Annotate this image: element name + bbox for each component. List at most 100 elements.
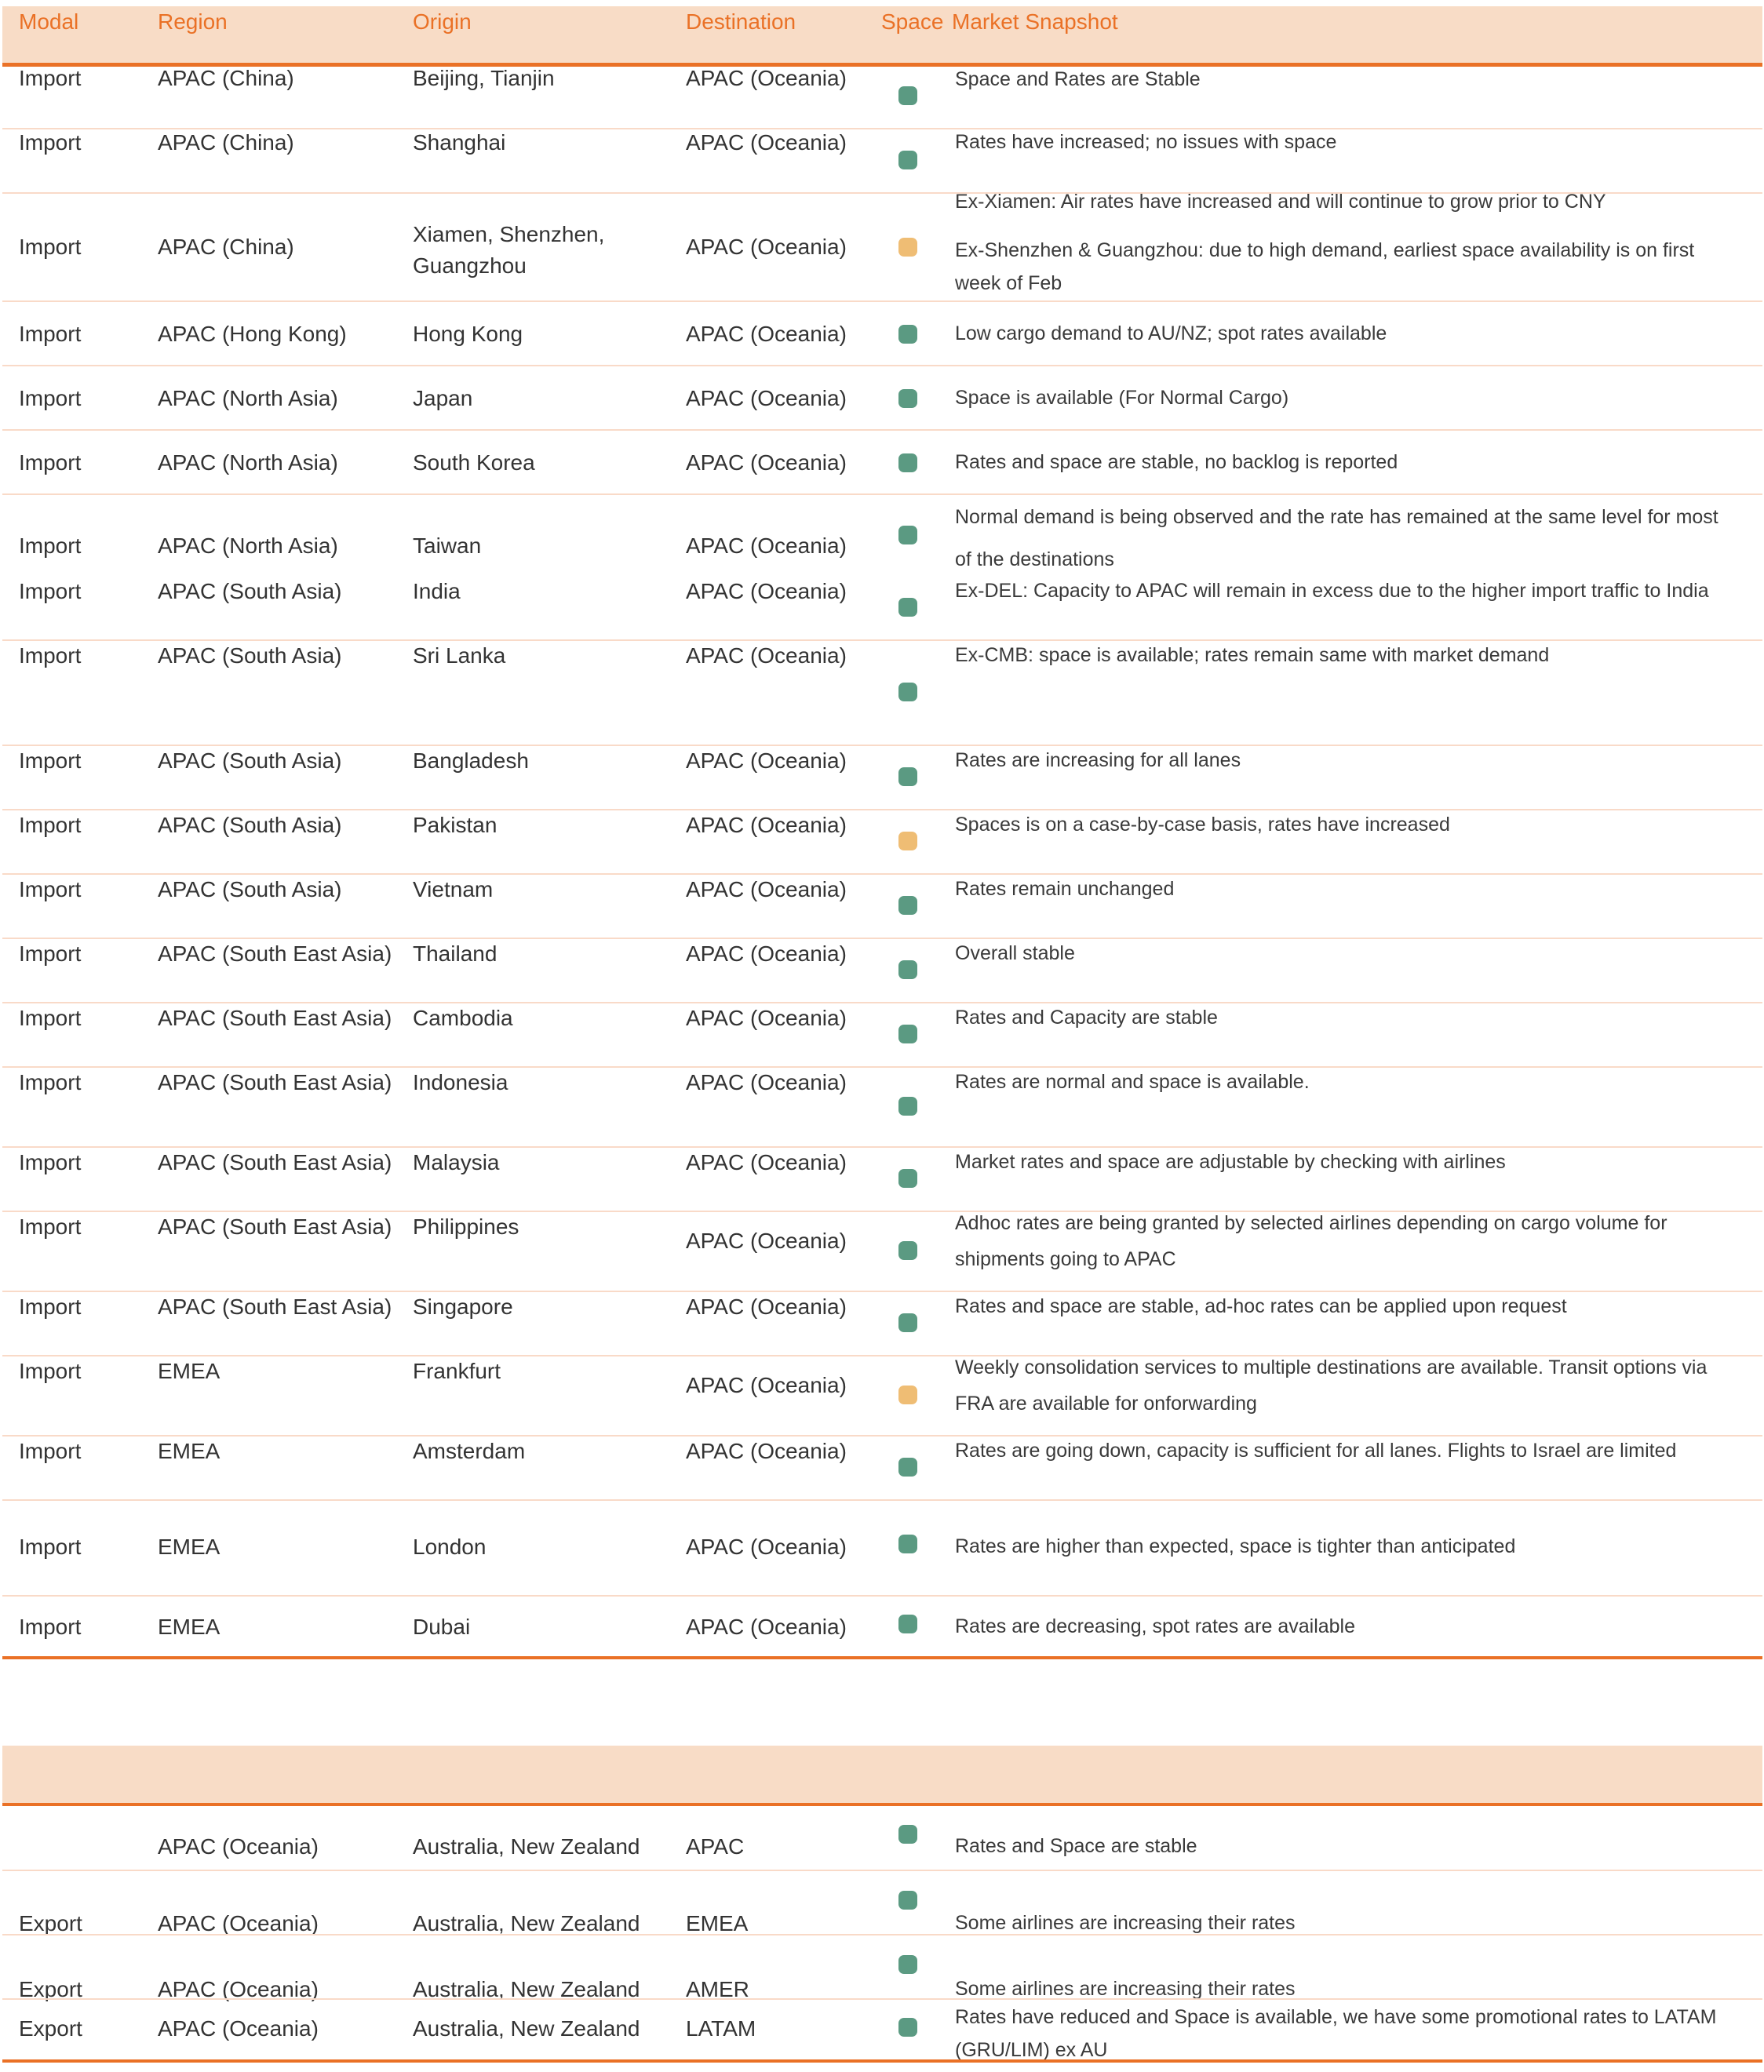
row-divider <box>2 493 1762 495</box>
cell-origin: Japan <box>413 386 473 410</box>
cell-market-snapshot: Ex-Shenzhen & Guangzhou: due to high dem… <box>955 239 1695 261</box>
space-status-indicator <box>898 238 917 257</box>
cell-region: APAC (China) <box>158 130 294 155</box>
cell-modal: Import <box>19 579 82 603</box>
row-divider <box>2 1355 1762 1356</box>
space-status-indicator <box>898 683 917 701</box>
space-status-indicator <box>898 1313 917 1332</box>
cell-market-snapshot: Rates have reduced and Space is availabl… <box>955 2006 1717 2028</box>
cell-modal: Import <box>19 386 82 410</box>
cell-destination: APAC (Oceania) <box>686 877 847 901</box>
cell-modal: Import <box>19 877 82 901</box>
cell-origin: Frankfurt <box>413 1359 501 1383</box>
cell-market-snapshot: of the destinations <box>955 548 1114 570</box>
cell-modal: Import <box>19 1006 82 1030</box>
cell-origin: Philippines <box>413 1214 519 1239</box>
cell-origin: Pakistan <box>413 813 497 837</box>
cell-origin: Cambodia <box>413 1006 513 1030</box>
cell-modal: Import <box>19 1295 82 1319</box>
row-divider <box>2 809 1762 810</box>
row-divider <box>2 1002 1762 1003</box>
cell-modal: Import <box>19 1439 82 1463</box>
cell-region: APAC (Oceania) <box>158 1911 319 1935</box>
cell-market-snapshot: Rates and Capacity are stable <box>955 1007 1218 1029</box>
cell-market-snapshot: Normal demand is being observed and the … <box>955 506 1718 528</box>
space-status-indicator <box>898 1615 917 1633</box>
cell-market-snapshot: Rates are decreasing, spot rates are ava… <box>955 1615 1356 1637</box>
space-status-indicator <box>898 767 917 786</box>
cell-destination: APAC (Oceania) <box>686 579 847 603</box>
cell-market-snapshot: Rates are normal and space is available. <box>955 1071 1310 1093</box>
cell-modal: Import <box>19 533 82 558</box>
cell-modal: Export <box>19 2016 82 2041</box>
cell-destination: APAC (Oceania) <box>686 1150 847 1174</box>
cell-modal: Import <box>19 66 82 90</box>
cell-region: APAC (South Asia) <box>158 813 342 837</box>
cell-region: APAC (South Asia) <box>158 579 342 603</box>
row-divider <box>2 745 1762 746</box>
cell-destination: APAC (Oceania) <box>686 1229 847 1253</box>
cell-destination: APAC (Oceania) <box>686 322 847 346</box>
cell-origin: Xiamen, Shenzhen, <box>413 222 605 246</box>
header-region: Region <box>158 9 228 34</box>
row-divider <box>2 1435 1762 1437</box>
row-divider <box>2 873 1762 875</box>
cell-market-snapshot: Ex-DEL: Capacity to APAC will remain in … <box>955 580 1709 602</box>
cell-market-snapshot: Rates are increasing for all lanes <box>955 749 1241 771</box>
cell-region: APAC (North Asia) <box>158 533 338 558</box>
cell-market-snapshot: week of Feb <box>955 272 1062 294</box>
cell-modal: Import <box>19 643 82 668</box>
cell-modal: Import <box>19 1535 82 1559</box>
cell-market-snapshot: Weekly consolidation services to multipl… <box>955 1356 1708 1378</box>
space-status-indicator <box>898 1241 917 1260</box>
cell-modal: Import <box>19 1615 82 1639</box>
row-divider <box>2 429 1762 431</box>
cell-market-snapshot: Ex-Xiamen: Air rates have increased and … <box>955 191 1606 213</box>
cell-region: APAC (South East Asia) <box>158 1214 392 1239</box>
cell-market-snapshot: Rates have increased; no issues with spa… <box>955 131 1337 153</box>
cell-destination: APAC (Oceania) <box>686 386 847 410</box>
cell-modal: Import <box>19 748 82 773</box>
cell-destination: APAC <box>686 1834 745 1859</box>
space-status-indicator <box>898 325 917 344</box>
space-status-indicator <box>898 1458 917 1477</box>
row-divider <box>2 1499 1762 1501</box>
cell-market-snapshot: Rates and space are stable, no backlog i… <box>955 451 1398 473</box>
cell-destination: AMER <box>686 1977 749 2001</box>
cell-destination: EMEA <box>686 1911 749 1935</box>
cell-market-snapshot: (GRU/LIM) ex AU <box>955 2039 1108 2061</box>
row-divider <box>2 365 1762 366</box>
space-status-indicator <box>898 389 917 408</box>
cell-region: APAC (Oceania) <box>158 2016 319 2041</box>
cell-origin: Thailand <box>413 941 497 966</box>
cell-destination: APAC (Oceania) <box>686 1535 847 1559</box>
row-divider <box>2 1595 1762 1597</box>
cell-modal: Export <box>19 1911 82 1935</box>
space-status-indicator <box>898 1825 917 1844</box>
cell-destination: APAC (Oceania) <box>686 130 847 155</box>
cell-origin: Bangladesh <box>413 748 529 773</box>
cell-destination: LATAM <box>686 2016 756 2041</box>
cell-destination: APAC (Oceania) <box>686 1615 847 1639</box>
space-status-indicator <box>898 1535 917 1553</box>
header-destination: Destination <box>686 9 796 34</box>
cell-origin: Shanghai <box>413 130 506 155</box>
row-divider <box>2 1870 1762 1871</box>
cell-modal: Import <box>19 1359 82 1383</box>
cell-origin: Australia, New Zealand <box>413 2016 640 2041</box>
cell-destination: APAC (Oceania) <box>686 1439 847 1463</box>
import-table-bottom-rule <box>2 1656 1762 1659</box>
cell-region: APAC (South Asia) <box>158 748 342 773</box>
cell-origin: Australia, New Zealand <box>413 1834 640 1859</box>
cell-market-snapshot: Space and Rates are Stable <box>955 68 1201 90</box>
cell-region: APAC (Oceania) <box>158 1834 319 1859</box>
cell-market-snapshot: Space is available (For Normal Cargo) <box>955 387 1289 409</box>
row-divider <box>2 1066 1762 1068</box>
cell-region: APAC (Hong Kong) <box>158 322 347 346</box>
space-status-indicator <box>898 151 917 169</box>
header-origin: Origin <box>413 9 472 34</box>
cell-market-snapshot: Low cargo demand to AU/NZ; spot rates av… <box>955 322 1387 344</box>
cell-destination: APAC (Oceania) <box>686 941 847 966</box>
cell-market-snapshot: Rates are higher than expected, space is… <box>955 1535 1516 1557</box>
cell-region: EMEA <box>158 1535 220 1559</box>
